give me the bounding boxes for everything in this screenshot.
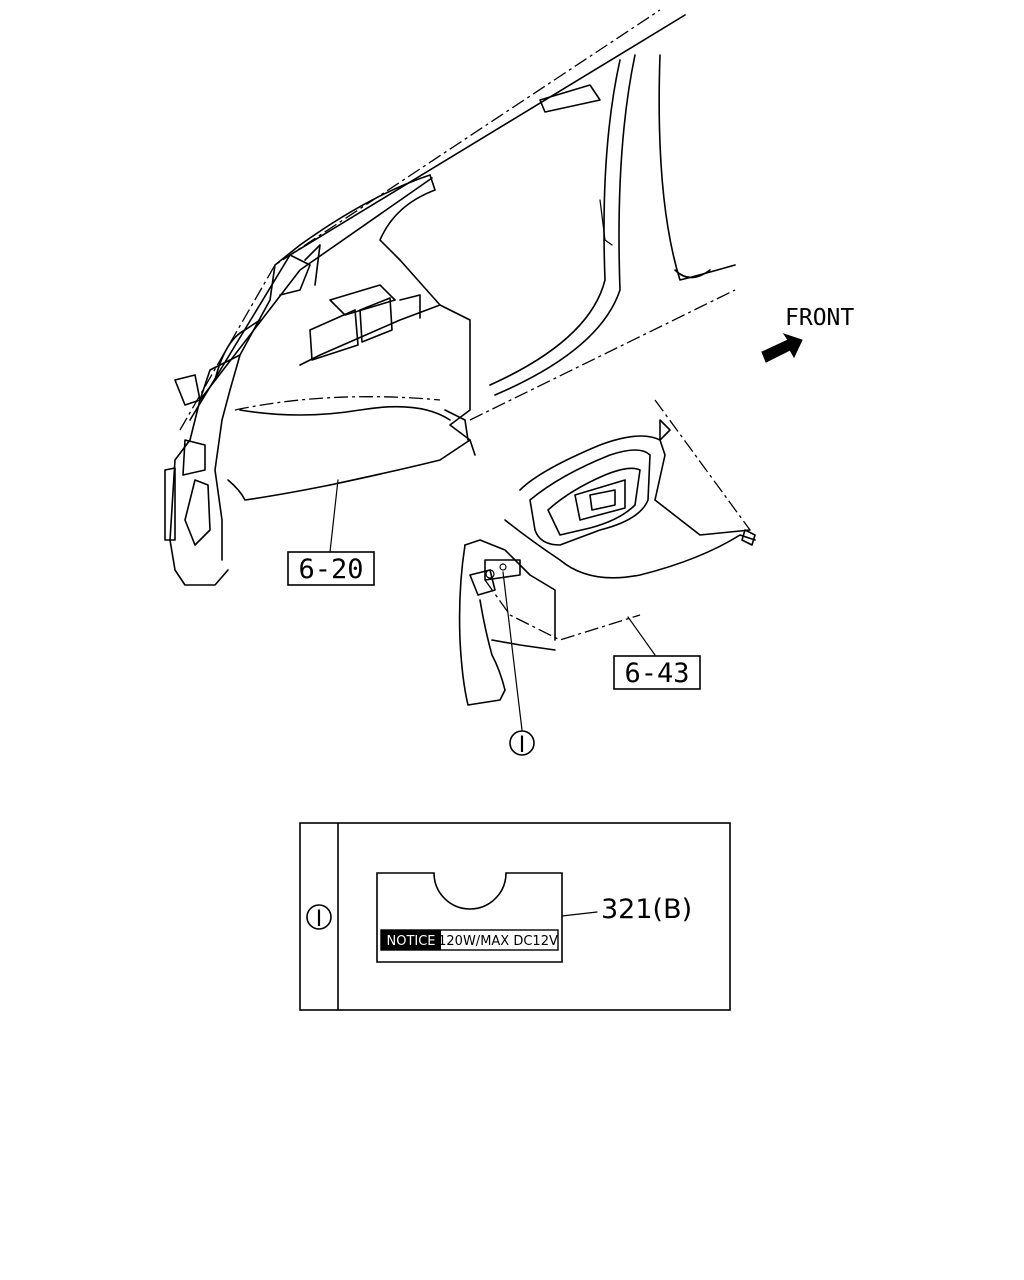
detail-callout-letter: I [519, 733, 526, 758]
part-ref-text: 321(B) [601, 894, 692, 925]
part-ref-label[interactable]: 321(B) [601, 894, 692, 925]
detail-view-marker: I [306, 904, 332, 932]
notice-label: NOTICE 120W/MAX DC12V [376, 872, 563, 963]
detail-view-panel: I NOTICE 120W/MAX DC12V 321(B) [299, 822, 731, 1011]
front-label: FRONT [785, 305, 854, 331]
detail-view-letter: I [316, 907, 323, 932]
front-indicator: FRONT [761, 305, 854, 363]
detail-callout[interactable]: I [509, 730, 535, 758]
arrow-right-icon [761, 333, 803, 363]
body-quarter-panel [179, 9, 736, 431]
part-label-6-20[interactable]: 6-20 [287, 551, 375, 586]
notice-title: NOTICE [386, 934, 435, 949]
notice-rating: 120W/MAX DC12V [438, 934, 558, 949]
part-label-6-43[interactable]: 6-43 [613, 655, 701, 690]
rear-quarter-trim [164, 174, 476, 586]
part-number-6-20: 6-20 [298, 554, 363, 585]
part-number-6-43: 6-43 [624, 658, 689, 689]
luggage-side-trim [458, 399, 756, 731]
